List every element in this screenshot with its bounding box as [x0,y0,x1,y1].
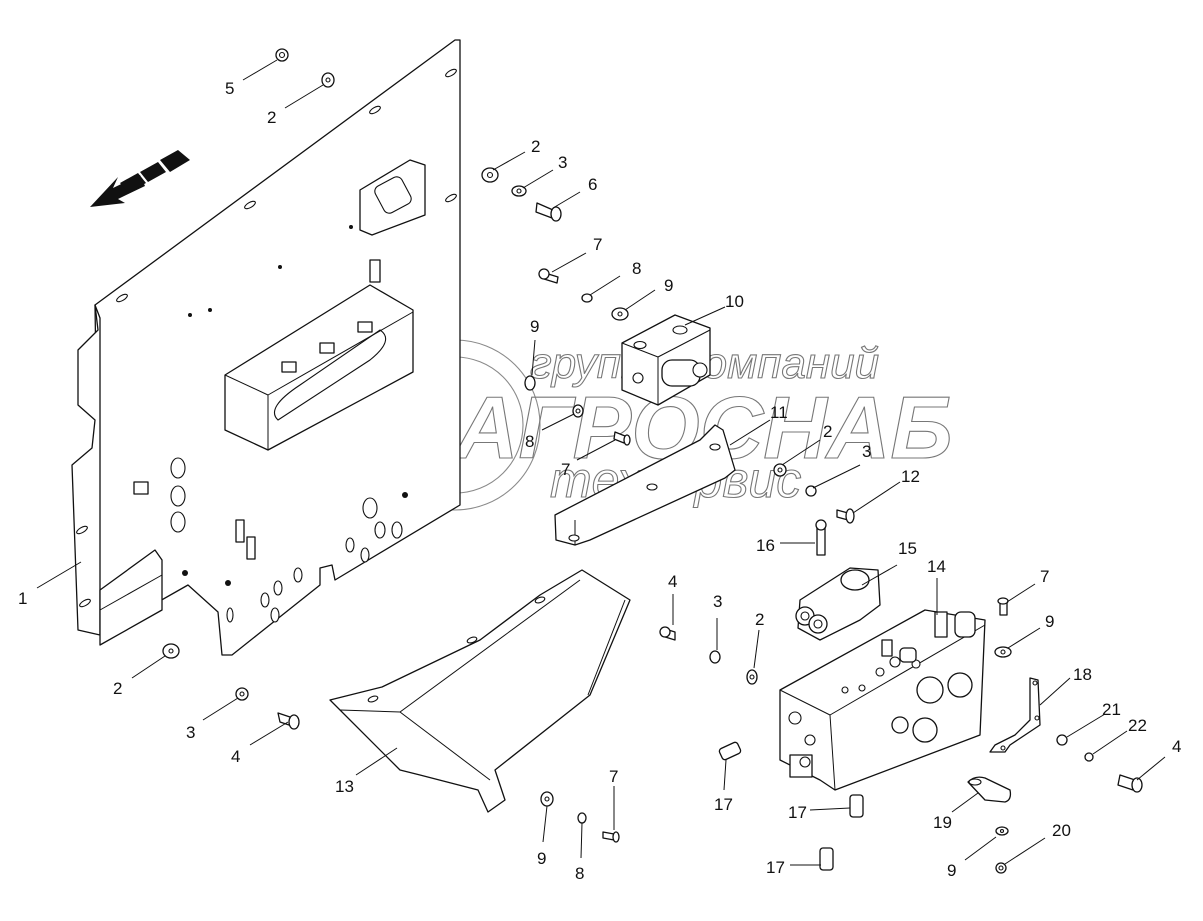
callout-4: 4 [231,747,240,766]
callout-12: 12 [901,467,920,486]
callout-15: 15 [898,539,917,558]
callout-3: 3 [713,592,722,611]
callout-8: 8 [575,864,584,883]
callouts: 5 2 2 3 6 7 8 9 10 9 8 7 11 2 3 12 16 15… [18,79,1181,883]
callout-8: 8 [525,432,534,451]
callout-17: 17 [788,803,807,822]
callout-3: 3 [862,442,871,461]
callout-7: 7 [609,767,618,786]
hydraulic-valve-block [779,609,986,791]
callout-20: 20 [1052,821,1071,840]
support-bracket [989,677,1041,753]
callout-17: 17 [714,795,733,814]
fasteners [162,48,1143,874]
mounting-panel [71,39,461,656]
callout-4: 4 [1172,737,1181,756]
callout-16: 16 [756,536,775,555]
callout-9: 9 [947,861,956,880]
socket-screw [815,519,827,556]
callout-3: 3 [186,723,195,742]
callout-17: 17 [766,858,785,877]
callout-9: 9 [537,849,546,868]
callout-6: 6 [588,175,597,194]
callout-9: 9 [1045,612,1054,631]
solenoid-valve [795,567,881,641]
callout-14: 14 [927,557,946,576]
callout-1: 1 [18,589,27,608]
callout-13: 13 [335,777,354,796]
callout-7: 7 [1040,567,1049,586]
callout-19: 19 [933,813,952,832]
tray-bracket [329,569,631,813]
callout-18: 18 [1073,665,1092,684]
callout-9: 9 [664,276,673,295]
valve-block-small [621,314,711,406]
callout-10: 10 [725,292,744,311]
callout-8: 8 [632,259,641,278]
callout-2: 2 [531,137,540,156]
callout-7: 7 [561,460,570,479]
callout-21: 21 [1102,700,1121,719]
callout-9: 9 [530,317,539,336]
callout-2: 2 [823,422,832,441]
callout-22: 22 [1128,716,1147,735]
callout-2: 2 [267,108,276,127]
clamp-plate [967,776,1012,803]
callout-3: 3 [558,153,567,172]
callout-2: 2 [755,610,764,629]
callout-11: 11 [770,403,788,422]
leader-lines [36,59,1166,866]
callout-2: 2 [113,679,122,698]
forward-direction-arrow [90,150,190,207]
callout-4: 4 [668,572,677,591]
callout-7: 7 [593,235,602,254]
bracket [554,424,736,546]
callout-5: 5 [225,79,234,98]
